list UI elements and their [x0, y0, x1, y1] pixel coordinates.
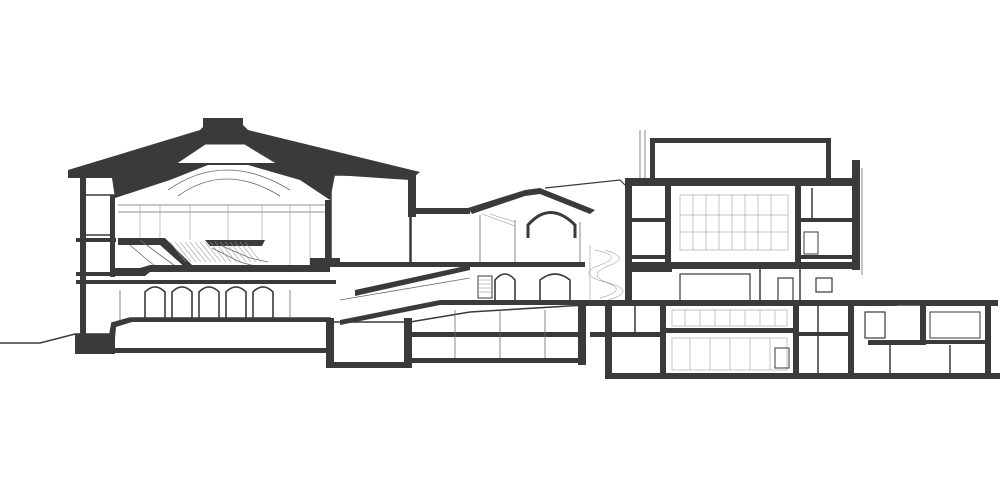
central-link — [330, 179, 631, 365]
upper-hall-glazing — [679, 194, 789, 251]
auditorium-block — [68, 118, 420, 368]
colonnade-arches — [119, 286, 291, 320]
gallery-roof — [468, 188, 595, 214]
new-building-block — [585, 130, 1000, 379]
lower-hall-glazing — [671, 309, 788, 371]
spiral-stair — [588, 245, 631, 302]
ground-line — [0, 304, 985, 344]
